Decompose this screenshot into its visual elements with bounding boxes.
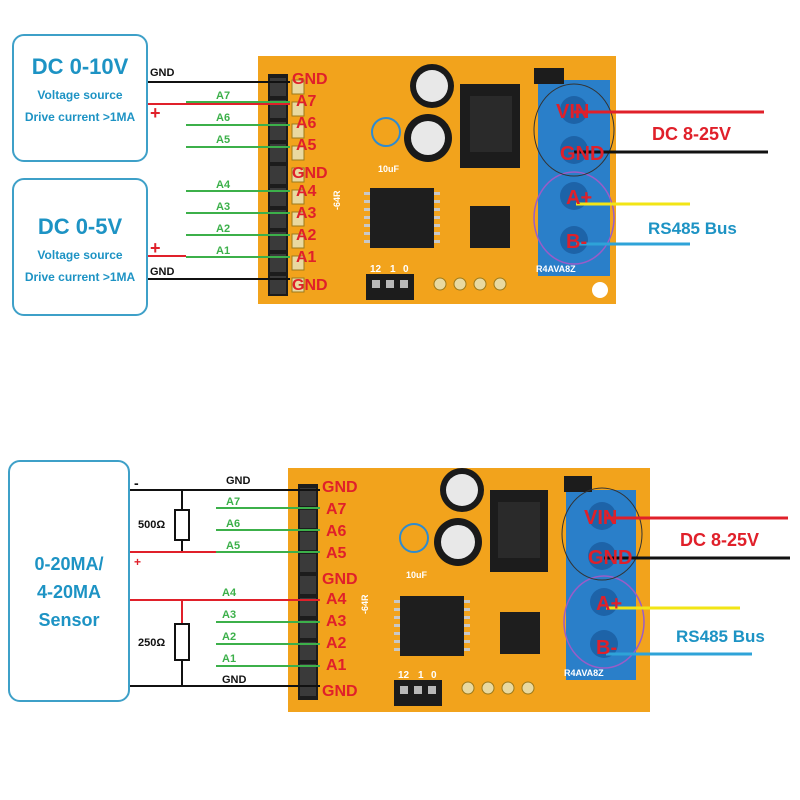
top-a2: A2 [216,223,230,235]
sensor-line1: 0-20MA/ [34,554,104,574]
top-gnd-label-upper: GND [150,67,175,79]
adc-chip [370,188,434,248]
top-pin-a3: A3 [296,205,317,222]
sensor-line2: 4-20MA [36,582,102,602]
bottom-pin-a1: A1 [326,657,347,674]
bottom-jumper-0: 0 [431,670,437,681]
bottom-a3: A3 [222,609,236,621]
top-board [258,56,616,304]
bottom-pin-a4: A4 [326,591,347,608]
bottom-a1: A1 [222,653,236,665]
bottom-a4: A4 [222,587,237,599]
bottom-a2: A2 [222,631,236,643]
resistor-500 [174,509,190,541]
rs485-chip [470,206,510,248]
current-sensor-box: 0-20MA/ 4-20MA Sensor [8,460,130,702]
bottom-minus: - [134,475,139,491]
top-side-mark: -64R [332,190,342,210]
top-gnd-label-lower: GND [150,266,175,278]
voltage-source-5v-box: DC 0-5V Voltage source Drive current >1M… [12,178,148,316]
bottom-plus: + [134,555,141,569]
top-wires [148,81,768,280]
bottom-labels: - GND A7 A6 A5 500Ω + A4 A3 A2 A1 250Ω G… [134,475,765,700]
top-jumper-0: 0 [403,264,409,275]
bottom-board [288,468,650,712]
bottom-pin-gnd-1: GND [322,479,358,496]
source2-title: DC 0-5V [37,214,123,239]
bottom-model-mark: R4AVA8Z [564,668,604,678]
top-pin-gnd-1: GND [292,71,328,88]
bottom-bus-label: RS485 Bus [676,627,765,646]
top-jumper-12: 12 [370,264,382,275]
top-pin-a6: A6 [296,115,317,132]
top-term-b: B- [566,231,587,253]
top-a1: A1 [216,245,230,257]
source1-line2: Drive current >1MA [24,110,136,124]
source2-line1: Voltage source [37,248,123,262]
bottom-resistor-250-label: 250Ω [138,637,165,649]
source2-line2: Drive current >1MA [24,270,136,284]
top-term-gnd: GND [560,143,604,165]
bottom-power-label: DC 8-25V [680,530,759,550]
top-pin-a5: A5 [296,137,317,154]
bottom-wires [130,489,790,687]
top-cap-label: 10uF [378,164,400,174]
source1-line1: Voltage source [37,88,123,102]
top-a3: A3 [216,201,230,213]
top-pin-gnd-2: GND [292,165,328,182]
bottom-pin-a6: A6 [326,523,347,540]
top-term-vin: VIN [556,101,589,123]
bottom-pin-gnd-3: GND [322,683,358,700]
top-plus-lower: + [150,238,161,258]
top-power-label: DC 8-25V [652,124,731,144]
top-pin-a2: A2 [296,227,317,244]
top-pin-a1: A1 [296,249,317,266]
top-a7: A7 [216,90,230,102]
bottom-gnd-label-lower: GND [222,674,247,686]
bottom-pin-a7: A7 [326,501,347,518]
bottom-term-gnd: GND [588,547,632,569]
bottom-term-vin: VIN [584,507,617,529]
bottom-pin-a2: A2 [326,635,347,652]
bottom-term-b: B- [596,637,617,659]
top-pin-a4: A4 [296,183,317,200]
bottom-cap-label: 10uF [406,570,428,580]
voltage-source-10v-box: DC 0-10V Voltage source Drive current >1… [12,34,148,162]
top-bus-label: RS485 Bus [648,219,737,238]
bottom-resistor-500-label: 500Ω [138,519,165,531]
pads [291,79,305,293]
bottom-pin-a3: A3 [326,613,347,630]
bottom-jumper-1: 1 [418,670,424,681]
bottom-term-a: A+ [596,593,622,615]
top-model-mark: R4AVA8Z [536,264,576,274]
resistor-250 [174,623,190,661]
bottom-a6: A6 [226,518,240,530]
top-term-a: A+ [566,187,592,209]
top-a4: A4 [216,179,231,191]
bottom-a7: A7 [226,496,240,508]
bottom-a5: A5 [226,540,240,552]
source1-title: DC 0-10V [31,54,129,79]
top-pin-gnd-3: GND [292,277,328,294]
bottom-pin-gnd-2: GND [322,571,358,588]
top-a5: A5 [216,134,230,146]
top-a6: A6 [216,112,230,124]
top-labels: GND + A7 A6 A5 A4 A3 A2 A1 + GND GND A7 … [150,67,737,294]
bottom-pin-a5: A5 [326,545,347,562]
bottom-gnd-label-upper: GND [226,475,251,487]
bottom-jumper-12: 12 [398,670,410,681]
top-pin-a7: A7 [296,93,317,110]
bottom-side-mark: -64R [360,594,370,614]
sensor-line3: Sensor [38,610,100,630]
top-jumper-1: 1 [390,264,396,275]
top-plus-upper: + [150,103,161,123]
